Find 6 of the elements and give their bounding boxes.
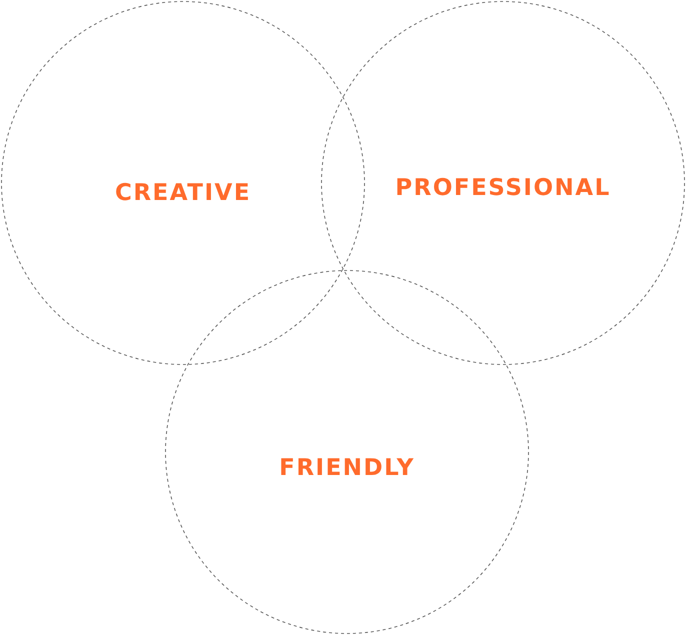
circle-label: PROFESSIONAL: [394, 177, 612, 200]
venn-circle: [165, 270, 529, 634]
circle-label: FRIENDLY: [278, 457, 416, 480]
venn-circle: [321, 1, 685, 365]
circle-label: CREATIVE: [114, 182, 252, 205]
venn-circle: [1, 1, 365, 365]
